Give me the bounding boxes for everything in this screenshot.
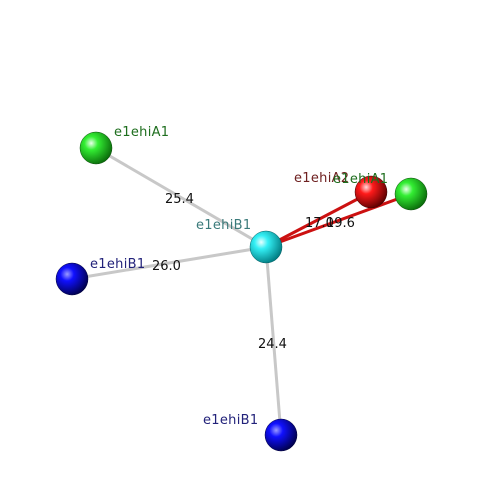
edge-center-s: [264, 246, 283, 436]
distance-labels: 25.4 26.0 24.4 17.0 19.6: [152, 192, 355, 352]
edge-center-ne-red: [265, 190, 372, 249]
edge-center-ne-green: [265, 192, 412, 249]
distance-label-ne-red: 17.0: [305, 216, 334, 231]
distance-label-s: 24.4: [258, 337, 287, 352]
atom-ne-red: [354, 175, 388, 209]
atom-label-ne-green: e1ehiA1: [333, 172, 388, 187]
distance-label-ne-green: 19.6: [326, 216, 355, 231]
atom-label-w: e1ehiB1: [90, 257, 145, 272]
atoms: [55, 131, 428, 452]
distance-label-w: 26.0: [152, 259, 181, 274]
atom-label-nw: e1ehiA1: [114, 125, 169, 140]
atom-ne-green: [394, 177, 428, 211]
atom-center-cyan: [249, 230, 283, 264]
atom-s-blue: [264, 418, 298, 452]
atom-nw-green: [79, 131, 113, 165]
atom-labels: e1ehiB1 e1ehiA1 e1ehiB1 e1ehiB1 e1ehiA2 …: [90, 125, 388, 428]
edge-center-w: [71, 245, 267, 281]
edge-center-nw: [95, 146, 267, 249]
atom-label-center: e1ehiB1: [196, 218, 251, 233]
distance-label-nw: 25.4: [165, 192, 194, 207]
atom-label-ne-red: e1ehiA2: [294, 171, 349, 186]
edges: [71, 146, 412, 436]
atom-w-blue: [55, 262, 89, 296]
atom-label-s: e1ehiB1: [203, 413, 258, 428]
